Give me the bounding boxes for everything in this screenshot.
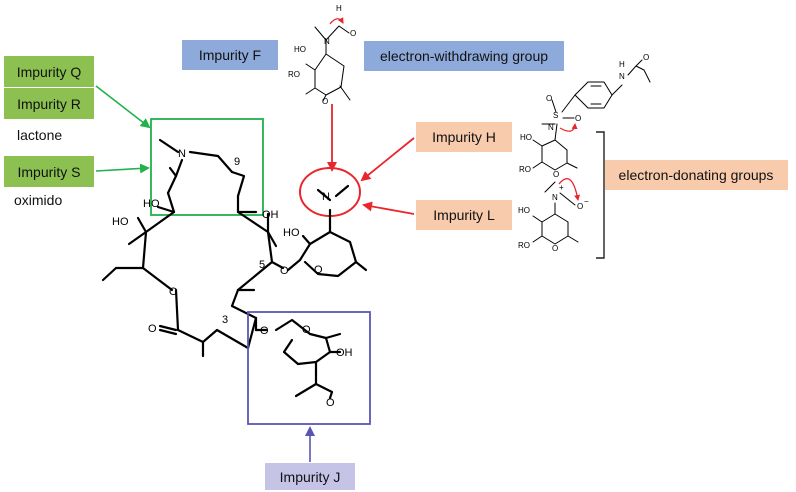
oxime-region-box — [150, 118, 264, 216]
svg-text:N: N — [322, 191, 330, 203]
electron-withdrawing-label: electron-withdrawing group — [364, 41, 564, 71]
svg-text:O: O — [577, 202, 583, 211]
impurity-h-structure: N H O S O O N HO RO O — [519, 53, 651, 179]
svg-text:O: O — [314, 264, 323, 276]
svg-text:O: O — [552, 244, 558, 253]
svg-text:Impurity J: Impurity J — [280, 469, 341, 485]
svg-text:Impurity Q: Impurity Q — [17, 64, 82, 80]
svg-text:HO: HO — [518, 206, 530, 215]
svg-text:Impurity S: Impurity S — [17, 164, 80, 180]
svg-text:electron-withdrawing group: electron-withdrawing group — [380, 48, 548, 64]
red-arrow-impurity-l — [362, 201, 415, 215]
svg-text:O: O — [169, 286, 178, 298]
svg-text:OH: OH — [262, 209, 279, 221]
svg-text:O: O — [322, 97, 328, 106]
lactone-label: lactone — [17, 127, 62, 143]
macrolide-skeleton — [101, 138, 368, 400]
svg-text:electron-donating groups: electron-donating groups — [619, 167, 774, 183]
svg-text:N: N — [619, 72, 625, 81]
svg-text:O: O — [350, 29, 356, 38]
svg-text:O: O — [326, 397, 335, 409]
svg-text:HO: HO — [520, 133, 532, 142]
svg-text:S: S — [553, 111, 558, 120]
svg-text:+: + — [559, 183, 564, 192]
svg-text:O: O — [553, 170, 559, 179]
svg-text:RO: RO — [519, 165, 531, 174]
svg-text:HO: HO — [112, 216, 129, 228]
impurity-f-structure: N H O O HO RO — [288, 4, 356, 106]
impurity-r-label: Impurity R — [4, 88, 94, 119]
svg-text:N: N — [548, 123, 554, 132]
oximido-label: oximido — [14, 192, 62, 208]
dimethylamino-circle — [299, 167, 361, 217]
svg-text:N: N — [324, 37, 330, 46]
svg-text:O: O — [575, 114, 581, 123]
svg-text:O: O — [148, 323, 157, 335]
skeleton-atom-labels: N 9 HO HO OH 5 O O O 3 O N HO O O OH O — [112, 148, 353, 409]
impurity-l-structure: N + O − HO RO O — [518, 178, 589, 253]
cladinose-region-box — [247, 311, 371, 425]
impurity-j-label: Impurity J — [265, 463, 355, 490]
svg-text:N: N — [178, 148, 186, 160]
svg-text:Impurity F: Impurity F — [199, 47, 261, 63]
electron-donating-label: electron-donating groups — [605, 160, 788, 190]
svg-text:Impurity R: Impurity R — [17, 96, 81, 112]
svg-text:HO: HO — [294, 45, 306, 54]
svg-text:Impurity H: Impurity H — [432, 129, 496, 145]
svg-text:O: O — [280, 265, 289, 277]
svg-text:O: O — [260, 325, 269, 337]
svg-text:H: H — [336, 4, 342, 13]
green-arrow-s — [95, 163, 150, 174]
impurity-q-label: Impurity Q — [4, 56, 94, 87]
svg-text:O: O — [546, 94, 552, 103]
svg-text:HO: HO — [283, 227, 300, 239]
svg-text:O: O — [302, 324, 311, 336]
svg-text:5: 5 — [259, 259, 265, 271]
donating-bracket — [596, 131, 605, 259]
impurity-h-label: Impurity H — [416, 122, 512, 152]
impurity-l-label: Impurity L — [416, 200, 512, 230]
svg-text:Impurity L: Impurity L — [433, 207, 495, 223]
impurity-s-label: Impurity S — [4, 156, 94, 187]
svg-text:OH: OH — [336, 347, 353, 359]
svg-text:−: − — [584, 197, 589, 206]
svg-text:RO: RO — [288, 70, 300, 79]
svg-text:N: N — [552, 193, 558, 202]
green-arrow-q-r — [95, 85, 151, 129]
svg-text:RO: RO — [518, 241, 530, 250]
svg-text:HO: HO — [143, 198, 160, 210]
svg-text:H: H — [619, 60, 625, 69]
impurity-f-label: Impurity F — [182, 40, 278, 70]
svg-text:9: 9 — [234, 156, 240, 168]
red-arrow-impurity-h — [360, 137, 415, 182]
svg-text:O: O — [643, 53, 649, 62]
svg-text:3: 3 — [222, 314, 228, 326]
